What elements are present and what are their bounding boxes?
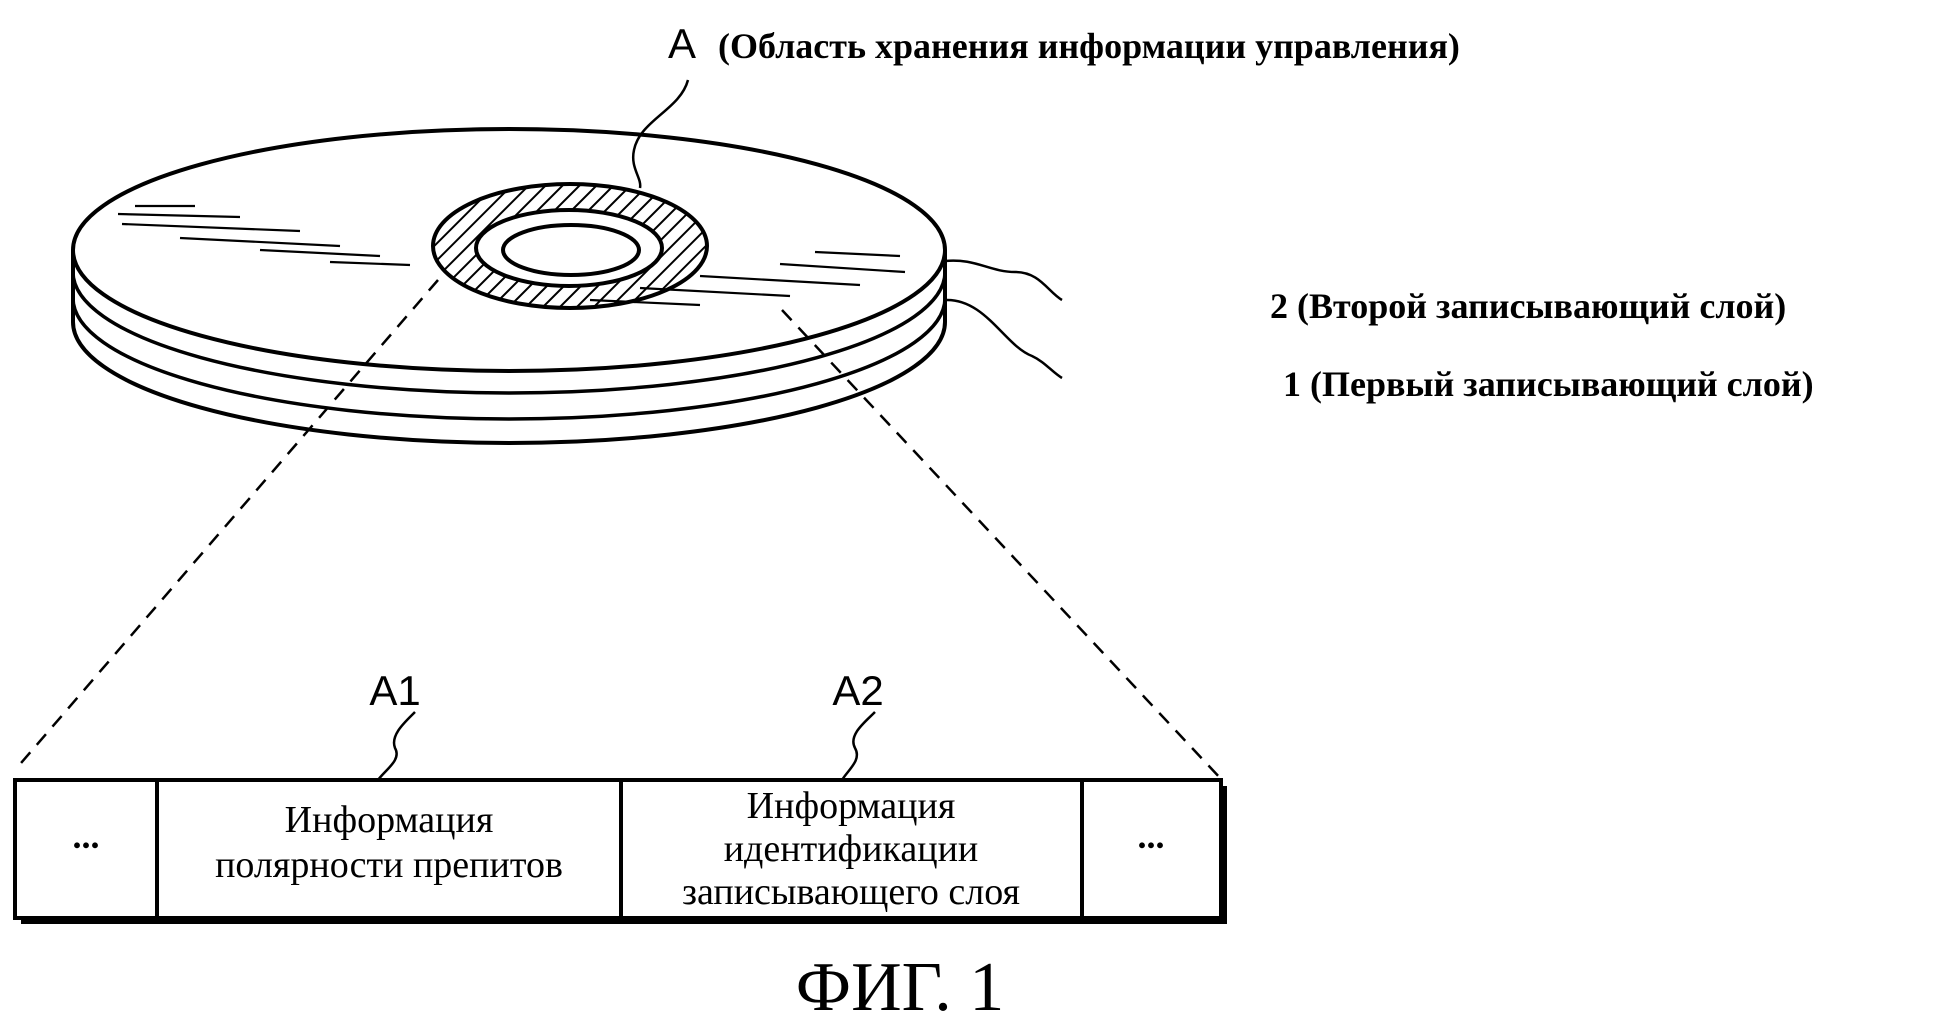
- cell-layer-id-line-1: Информация: [747, 785, 956, 827]
- cell-pre-pit-polarity-line-1: Информация: [285, 799, 494, 841]
- layer-2-label: 2 (Второй записывающий слой): [1270, 286, 1786, 326]
- storage-table-frame: [13, 778, 1223, 920]
- cell-pre-pit-polarity-line-2: полярности препитов: [215, 844, 563, 886]
- figure-caption: ФИГ. 1: [796, 949, 1004, 1026]
- leader-a1: [376, 711, 416, 781]
- cell-layer-id-line-3: записывающего слоя: [682, 871, 1020, 913]
- storage-table: [13, 778, 1227, 924]
- leader-area-a: [631, 79, 690, 189]
- cell-ellipsis-right: ...: [1138, 816, 1165, 856]
- disc: [71, 127, 947, 445]
- control-info-area: [430, 182, 710, 310]
- layer-1-label: 1 (Первый записывающий слой): [1283, 364, 1814, 404]
- disc-surface-marks: [117, 204, 906, 307]
- cell-ellipsis-left: ...: [73, 816, 100, 856]
- a1-label: A1: [369, 667, 420, 714]
- leader-layer-1: [944, 298, 1063, 380]
- leader-a2: [840, 711, 876, 781]
- disc-center-hole: [501, 223, 641, 277]
- layer-edge-upper: [71, 271, 947, 395]
- area-a-label: (Область хранения информации управления): [718, 26, 1460, 66]
- a2-label: A2: [832, 667, 883, 714]
- area-a-letter: A: [668, 20, 696, 67]
- cell-layer-id-line-2: идентификации: [724, 828, 979, 870]
- zoom-lines: [14, 279, 1223, 781]
- layer-edge-lower: [71, 297, 947, 421]
- leader-layer-2: [944, 259, 1063, 302]
